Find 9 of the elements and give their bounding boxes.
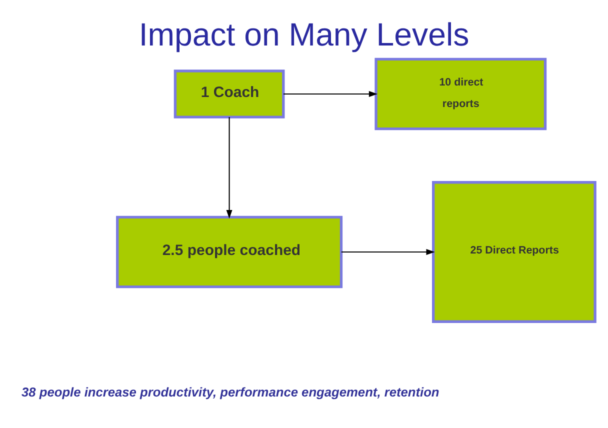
node-box: 1 Coach bbox=[174, 69, 285, 118]
arrow bbox=[284, 90, 378, 96]
arrow bbox=[341, 248, 435, 254]
caption: 38 people increase productivity, performance engagement, retention bbox=[22, 384, 440, 400]
diagram-title: Impact on Many Levels bbox=[138, 16, 470, 52]
node-box: 25 Direct Reports bbox=[432, 180, 596, 322]
arrow bbox=[226, 116, 232, 218]
node-box: 2.5 people coached bbox=[116, 215, 343, 288]
node-box: 10 direct reports bbox=[374, 57, 547, 130]
